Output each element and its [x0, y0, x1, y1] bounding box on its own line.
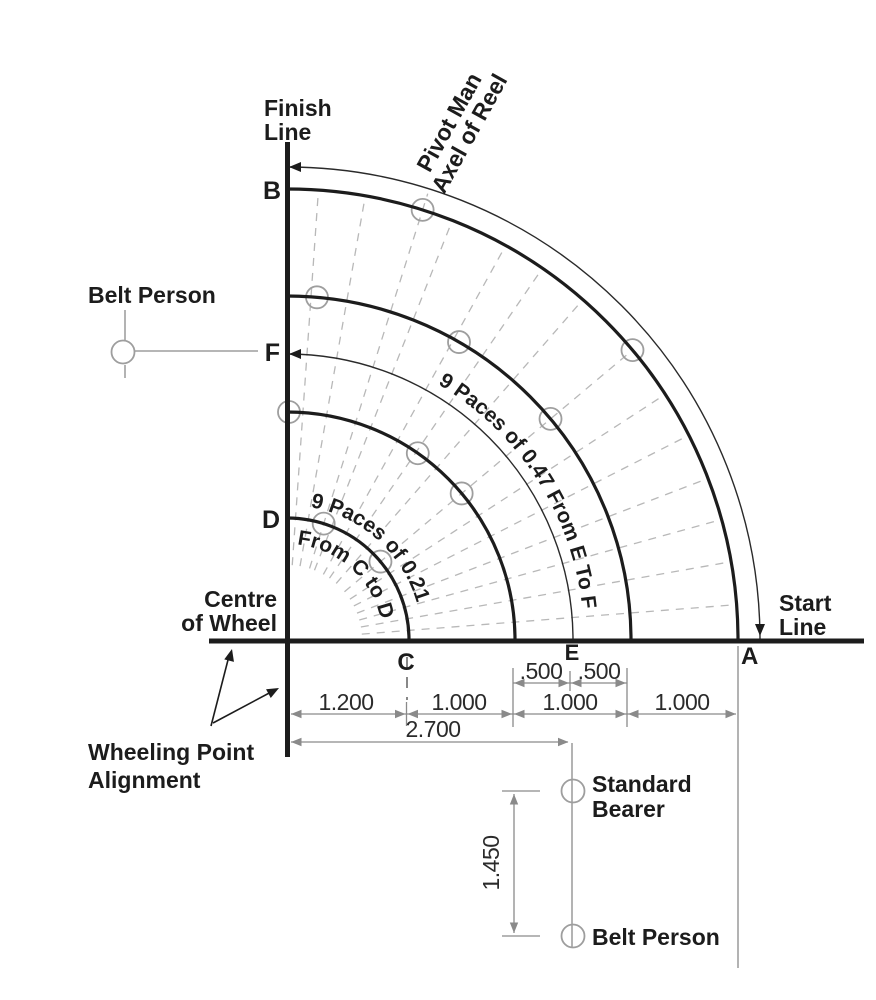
pivot-man-label: Pivot Man Axel of Reel: [411, 68, 512, 197]
arc-second: [286, 410, 517, 641]
dimension-arrow: [501, 709, 512, 719]
dimension-arrow: [558, 737, 569, 747]
belt-person-left-label: Belt Person: [88, 282, 216, 308]
pace-spoke-line: [308, 193, 429, 569]
pace-spoke-line: [359, 520, 717, 621]
centre-of-wheel-label-2: of Wheel: [181, 610, 277, 636]
dimension-arrow: [725, 709, 736, 719]
arc-third: [286, 294, 633, 641]
dimension-arrow: [509, 794, 519, 805]
pace-spoke-line: [291, 195, 319, 566]
arc-arrowheads: [224, 162, 765, 699]
dim-2700: 2.700: [405, 716, 460, 742]
dimension-lines: [124, 310, 739, 968]
dimension-arrow: [615, 709, 626, 719]
axes: [209, 142, 864, 757]
dim-1450: 1.450: [478, 835, 504, 890]
pace-spoke-line: [349, 396, 662, 600]
finish-line-label-1: Finish: [264, 95, 332, 121]
dim-1000-b: 1.000: [542, 689, 597, 715]
start-line-label-1: Start: [779, 590, 832, 616]
point-b-label: B: [263, 177, 281, 205]
leader-line: [212, 690, 274, 724]
dimension-arrow: [291, 709, 302, 719]
wheeling-point-label-1: Wheeling Point: [88, 739, 254, 765]
dim-1000-c: 1.000: [654, 689, 709, 715]
pace-spoke-line: [299, 200, 366, 567]
dimension-arrow: [628, 709, 639, 719]
point-d-label: D: [262, 506, 280, 534]
person-marker: [410, 197, 435, 222]
arrowhead: [266, 688, 279, 699]
person-marker: [368, 549, 393, 574]
pace-spokes: [291, 193, 732, 635]
point-e-label: E: [565, 640, 580, 665]
belt-person-bottom-label: Belt Person: [592, 924, 720, 950]
arc-e-to-f: [286, 353, 574, 641]
pace-spoke-line: [353, 436, 685, 607]
person-marker: [311, 511, 336, 536]
standard-bearer-label-1: Standard: [592, 771, 692, 797]
point-c-label: C: [397, 649, 414, 676]
person-marker: [538, 406, 563, 431]
leader-line: [210, 655, 230, 727]
arc-c-to-d: [286, 516, 411, 641]
pace-spoke-line: [361, 604, 732, 635]
dimension-arrow: [514, 678, 525, 688]
pace-spoke-line: [313, 224, 452, 571]
arc-text: 9 Paces of 0.21 From C to D 9 Paces of 0…: [296, 369, 600, 621]
dimension-arrow: [395, 709, 406, 719]
arc-outer-travel: [286, 166, 761, 641]
pace-spoke-line: [360, 561, 727, 628]
start-line-label-2: Line: [779, 614, 826, 640]
direction-arcs: [286, 166, 761, 641]
pace-spoke-line: [322, 249, 504, 575]
person-marker: [560, 923, 586, 949]
person-marker: [560, 778, 586, 804]
centre-of-wheel-label-1: Centre: [204, 586, 277, 612]
dim-1000-a: 1.000: [431, 689, 486, 715]
dimension-arrow: [291, 737, 302, 747]
arc-a-to-b: [286, 187, 740, 641]
person-marker: [449, 481, 474, 506]
standard-bearer-label-2: Bearer: [592, 796, 665, 822]
dimension-arrow: [407, 709, 418, 719]
dim-1200: 1.200: [318, 689, 373, 715]
person-marker: [447, 330, 471, 354]
dimension-arrow: [509, 922, 519, 933]
person-marker: [620, 338, 645, 363]
dimension-arrow: [615, 678, 626, 688]
dimension-arrow: [558, 678, 569, 688]
arrowhead: [755, 624, 765, 636]
pace-spoke-line: [356, 479, 704, 614]
wheeling-point-label-2: Alignment: [88, 767, 201, 793]
arrowhead: [289, 349, 301, 359]
pace-spoke-line: [328, 272, 541, 579]
path-arcs: [286, 187, 740, 641]
dimension-arrow: [514, 709, 525, 719]
point-f-label: F: [265, 339, 280, 367]
pace-spoke-line: [344, 352, 630, 593]
person-marker: [110, 339, 136, 365]
finish-line-label-2: Line: [264, 119, 311, 145]
arrowhead: [289, 162, 301, 172]
wheeling-point-leaders: [210, 655, 274, 727]
dim-500-b: .500: [578, 658, 621, 684]
dim-500-a: .500: [520, 658, 563, 684]
pace-spoke-line: [335, 302, 581, 584]
person-markers: [110, 197, 645, 949]
arrowhead: [224, 649, 234, 662]
person-marker: [405, 441, 430, 466]
point-a-label: A: [741, 643, 758, 670]
dimension-arrow: [571, 678, 582, 688]
